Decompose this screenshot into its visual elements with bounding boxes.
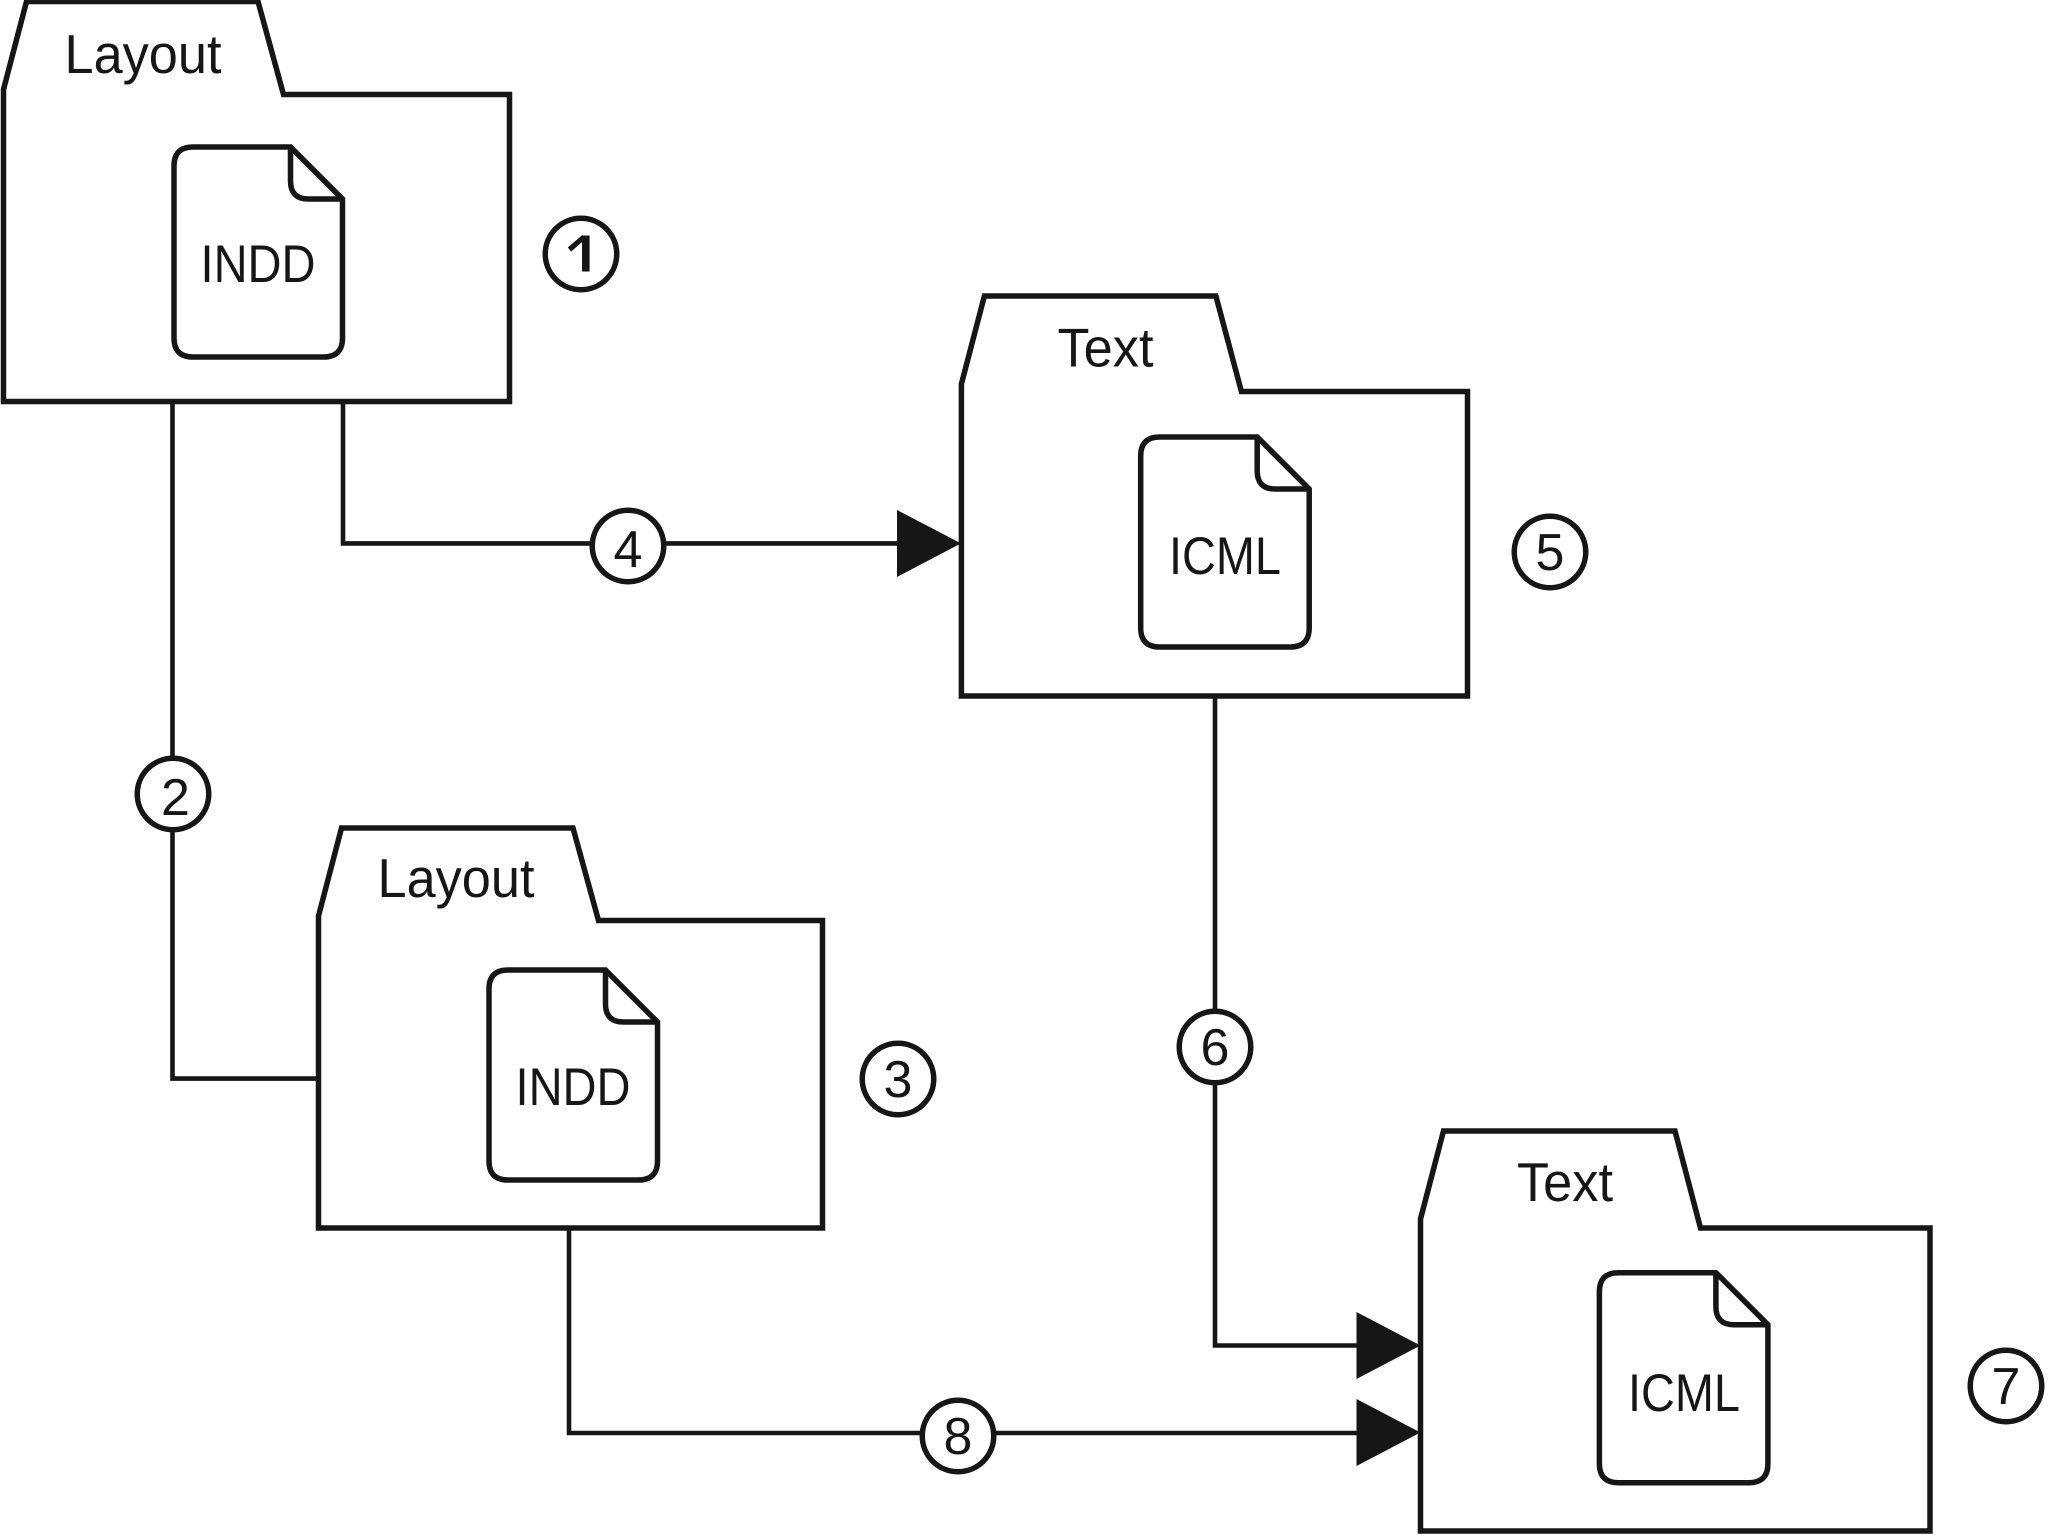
svg-text:5: 5 (1536, 524, 1565, 582)
svg-text:6: 6 (1201, 1019, 1230, 1077)
svg-text:ICML: ICML (1169, 527, 1281, 586)
svg-text:Layout: Layout (378, 847, 535, 909)
svg-text:INDD: INDD (516, 1058, 631, 1117)
svg-text:ICML: ICML (1628, 1364, 1740, 1423)
svg-text:2: 2 (161, 769, 190, 827)
svg-text:4: 4 (614, 521, 643, 579)
svg-text:Text: Text (1058, 317, 1154, 379)
svg-text:INDD: INDD (201, 235, 316, 294)
svg-text:Text: Text (1517, 1151, 1613, 1213)
svg-text:8: 8 (944, 1408, 973, 1466)
svg-text:Layout: Layout (65, 23, 222, 85)
svg-text:7: 7 (1992, 1358, 2021, 1416)
svg-text:3: 3 (884, 1051, 913, 1109)
